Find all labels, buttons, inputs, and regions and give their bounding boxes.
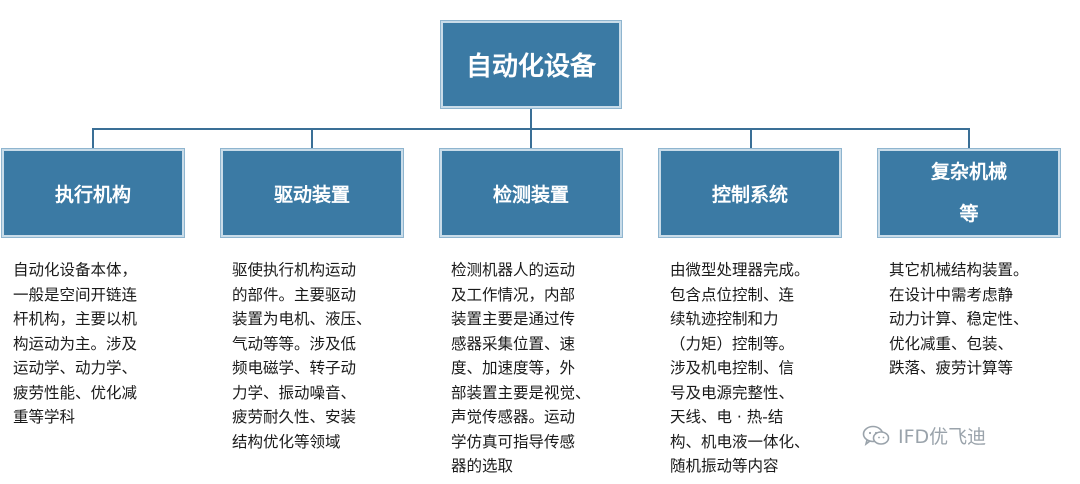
child-title: 控制系统	[711, 183, 788, 206]
branch-connector-5	[968, 128, 970, 149]
root-label: 自动化设备	[465, 52, 596, 82]
child-box-drive: 驱动装置	[221, 149, 403, 237]
description-detection: 检测机器人的运动 及工作情况，内部 装置主要是通过传 感器采集位置、速 度、加速…	[451, 261, 591, 475]
child-title: 执行机构	[54, 183, 131, 206]
root-box: 自动化设备	[441, 21, 621, 108]
child-title-line-2: 等	[959, 203, 979, 225]
watermark-text: IFD优飞迪	[898, 426, 987, 448]
child-title: 驱动装置	[273, 183, 350, 206]
branch-connector-2	[311, 128, 313, 149]
child-box-actuator: 执行机构	[2, 149, 184, 237]
description-actuator: 自动化设备本体， 一般是空间开链连 杆机构，主要以机 构运动为主。涉及 运动学、…	[13, 261, 138, 426]
branch-connector-4	[750, 128, 752, 149]
description-complex-machinery: 其它机械结构装置。 在设计中需考虑静 动力计算、稳定性、 优化减重、包装、 跌落…	[889, 261, 1029, 377]
description-control: 由微型处理器完成。 包含点位控制、连 续轨迹控制和力 （力矩）控制等。 涉及机电…	[670, 261, 810, 475]
root-connector	[530, 108, 532, 129]
child-box-detection: 检测装置	[440, 149, 622, 237]
description-drive: 驱使执行机构运动 的部件。主要驱动 装置为电机、液压、 气动等等。涉及低 频电磁…	[232, 261, 372, 451]
branch-connector-1	[92, 128, 94, 149]
branch-connector-3	[530, 128, 532, 149]
wechat-icon	[862, 425, 890, 446]
child-title-line-1: 复杂机械	[930, 161, 1007, 183]
watermark: IFD优飞迪	[862, 422, 986, 449]
child-box-complex-machinery: 复杂机械 等	[878, 149, 1060, 237]
child-title: 检测装置	[492, 183, 569, 206]
child-box-control: 控制系统	[659, 149, 841, 237]
